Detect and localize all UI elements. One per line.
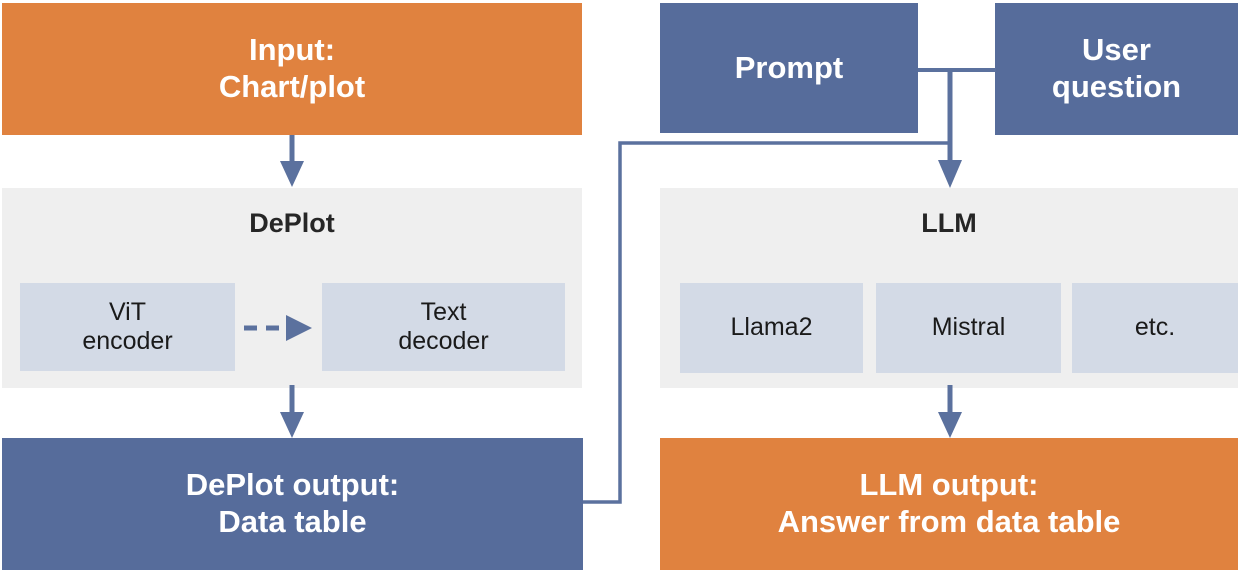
llama2-label: Llama2 bbox=[730, 313, 813, 342]
text-decoder-label: Text decoder bbox=[398, 298, 488, 357]
vit-encoder-label: ViT encoder bbox=[82, 298, 172, 357]
deplot-output-label: DePlot output: Data table bbox=[186, 467, 400, 540]
deplot-output-line-2: Data table bbox=[218, 504, 367, 539]
prompt-line-1: Prompt bbox=[734, 49, 844, 85]
etc-box[interactable]: etc. bbox=[1072, 283, 1238, 373]
llm-panel: LLM Llama2 Mistral etc. bbox=[660, 188, 1238, 388]
user-question-label: User question bbox=[1052, 32, 1181, 105]
vit-encoder-line-1: ViT bbox=[108, 297, 147, 326]
prompt-box[interactable]: Prompt bbox=[660, 3, 918, 133]
llm-output-line-2: Answer from data table bbox=[777, 504, 1121, 539]
arrow-input-to-deplot-icon bbox=[280, 135, 304, 187]
arrow-prompt-question-to-llm-icon bbox=[938, 68, 962, 188]
input-box-line-2: Chart/plot bbox=[218, 69, 366, 104]
deplot-panel: DePlot ViT encoder Text decoder bbox=[2, 188, 582, 388]
llm-panel-title: LLM bbox=[921, 208, 977, 238]
llm-output-label: LLM output: Answer from data table bbox=[778, 467, 1121, 540]
user-question-line-2: question bbox=[1051, 69, 1182, 104]
text-decoder-box[interactable]: Text decoder bbox=[322, 283, 565, 371]
vit-encoder-line-2: encoder bbox=[82, 327, 173, 355]
llama2-box[interactable]: Llama2 bbox=[680, 283, 863, 373]
user-question-line-1: User bbox=[1082, 32, 1151, 68]
text-decoder-line-1: Text bbox=[420, 297, 467, 326]
mistral-box[interactable]: Mistral bbox=[876, 283, 1061, 373]
vit-encoder-box[interactable]: ViT encoder bbox=[20, 283, 235, 371]
etc-label: etc. bbox=[1134, 313, 1176, 342]
prompt-label: Prompt bbox=[735, 50, 844, 87]
text-decoder-line-2: decoder bbox=[398, 327, 489, 355]
arrow-vit-to-text-decoder-icon bbox=[244, 315, 312, 341]
deplot-output-line-1: DePlot output: bbox=[185, 467, 400, 503]
arrow-llm-to-output-icon bbox=[938, 385, 962, 438]
user-question-box[interactable]: User question bbox=[995, 3, 1238, 135]
mistral-label: Mistral bbox=[931, 313, 1006, 342]
llm-output-box[interactable]: LLM output: Answer from data table bbox=[660, 438, 1238, 570]
deplot-output-box[interactable]: DePlot output: Data table bbox=[2, 438, 583, 570]
llm-output-line-1: LLM output: bbox=[859, 467, 1039, 503]
arrow-deplot-to-output-icon bbox=[280, 385, 304, 438]
input-chart-plot-label: Input: Chart/plot bbox=[219, 32, 365, 105]
input-box-line-1: Input: bbox=[248, 32, 336, 68]
input-chart-plot-box[interactable]: Input: Chart/plot bbox=[2, 3, 582, 135]
connector-prompt-to-question bbox=[918, 68, 996, 72]
deplot-panel-title: DePlot bbox=[249, 208, 335, 238]
